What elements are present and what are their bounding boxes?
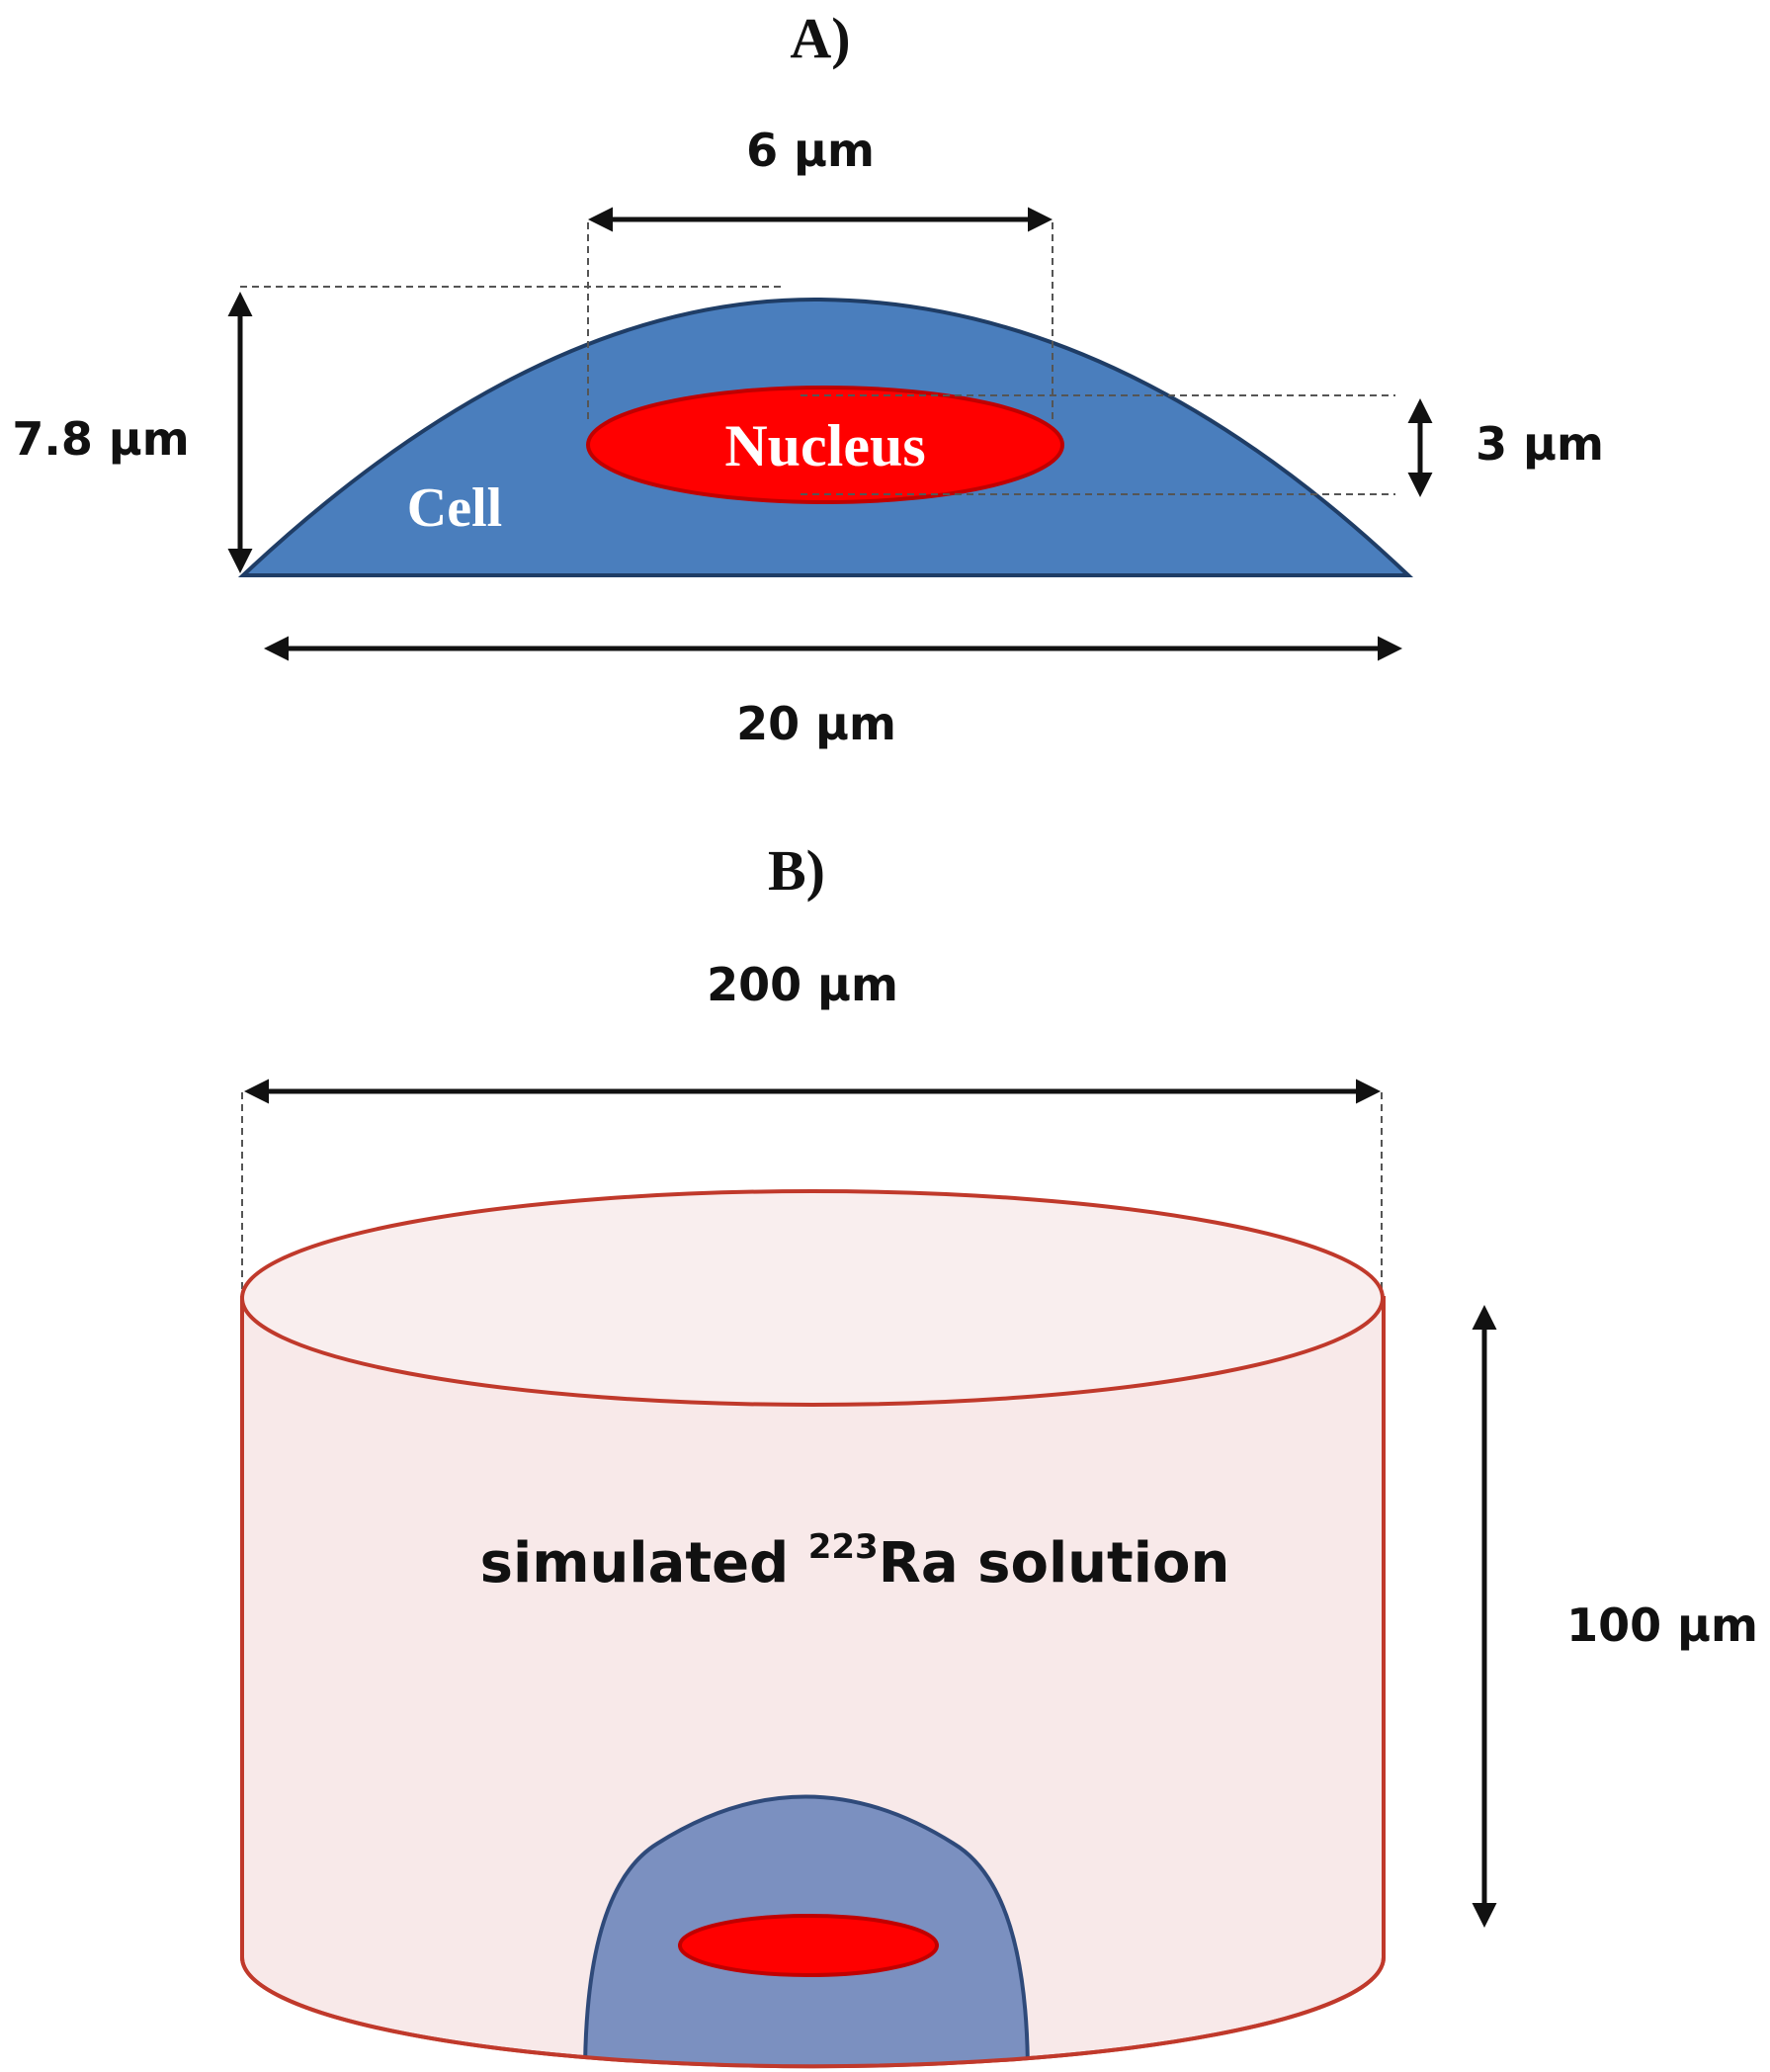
- isotope-mass: 223: [808, 1527, 879, 1567]
- panel-a: A) Nucleus Cell 6 µm 7.8 µm 3 µm 20 µm: [12, 6, 1604, 750]
- dish-diameter-label: 200 µm: [707, 958, 898, 1011]
- nucleus-label: Nucleus: [724, 413, 925, 478]
- nucleus-height-label: 3 µm: [1475, 417, 1604, 471]
- panel-b-label: B): [768, 838, 825, 903]
- solution-prefix: simulated: [480, 1531, 808, 1596]
- solution-suffix: solution: [959, 1531, 1230, 1596]
- dish-top: [240, 1189, 1385, 1407]
- dish-bottom-rim: [240, 1956, 1386, 2069]
- cell-height-label: 7.8 µm: [12, 412, 189, 466]
- nucleus-width-label: 6 µm: [746, 124, 875, 177]
- nucleus: [586, 386, 1064, 504]
- solution-label: simulated 223Ra solution: [480, 1527, 1230, 1596]
- dish-height-label: 100 µm: [1566, 1598, 1758, 1652]
- panel-a-label: A): [790, 6, 850, 70]
- panel-b: B) 200 µm simulated 223Ra solution 100 µ…: [240, 838, 1758, 2069]
- isotope-symbol: Ra: [879, 1531, 959, 1596]
- cell-label: Cell: [407, 477, 502, 539]
- small-nucleus: [678, 1914, 939, 1977]
- cell-width-label: 20 µm: [736, 697, 896, 750]
